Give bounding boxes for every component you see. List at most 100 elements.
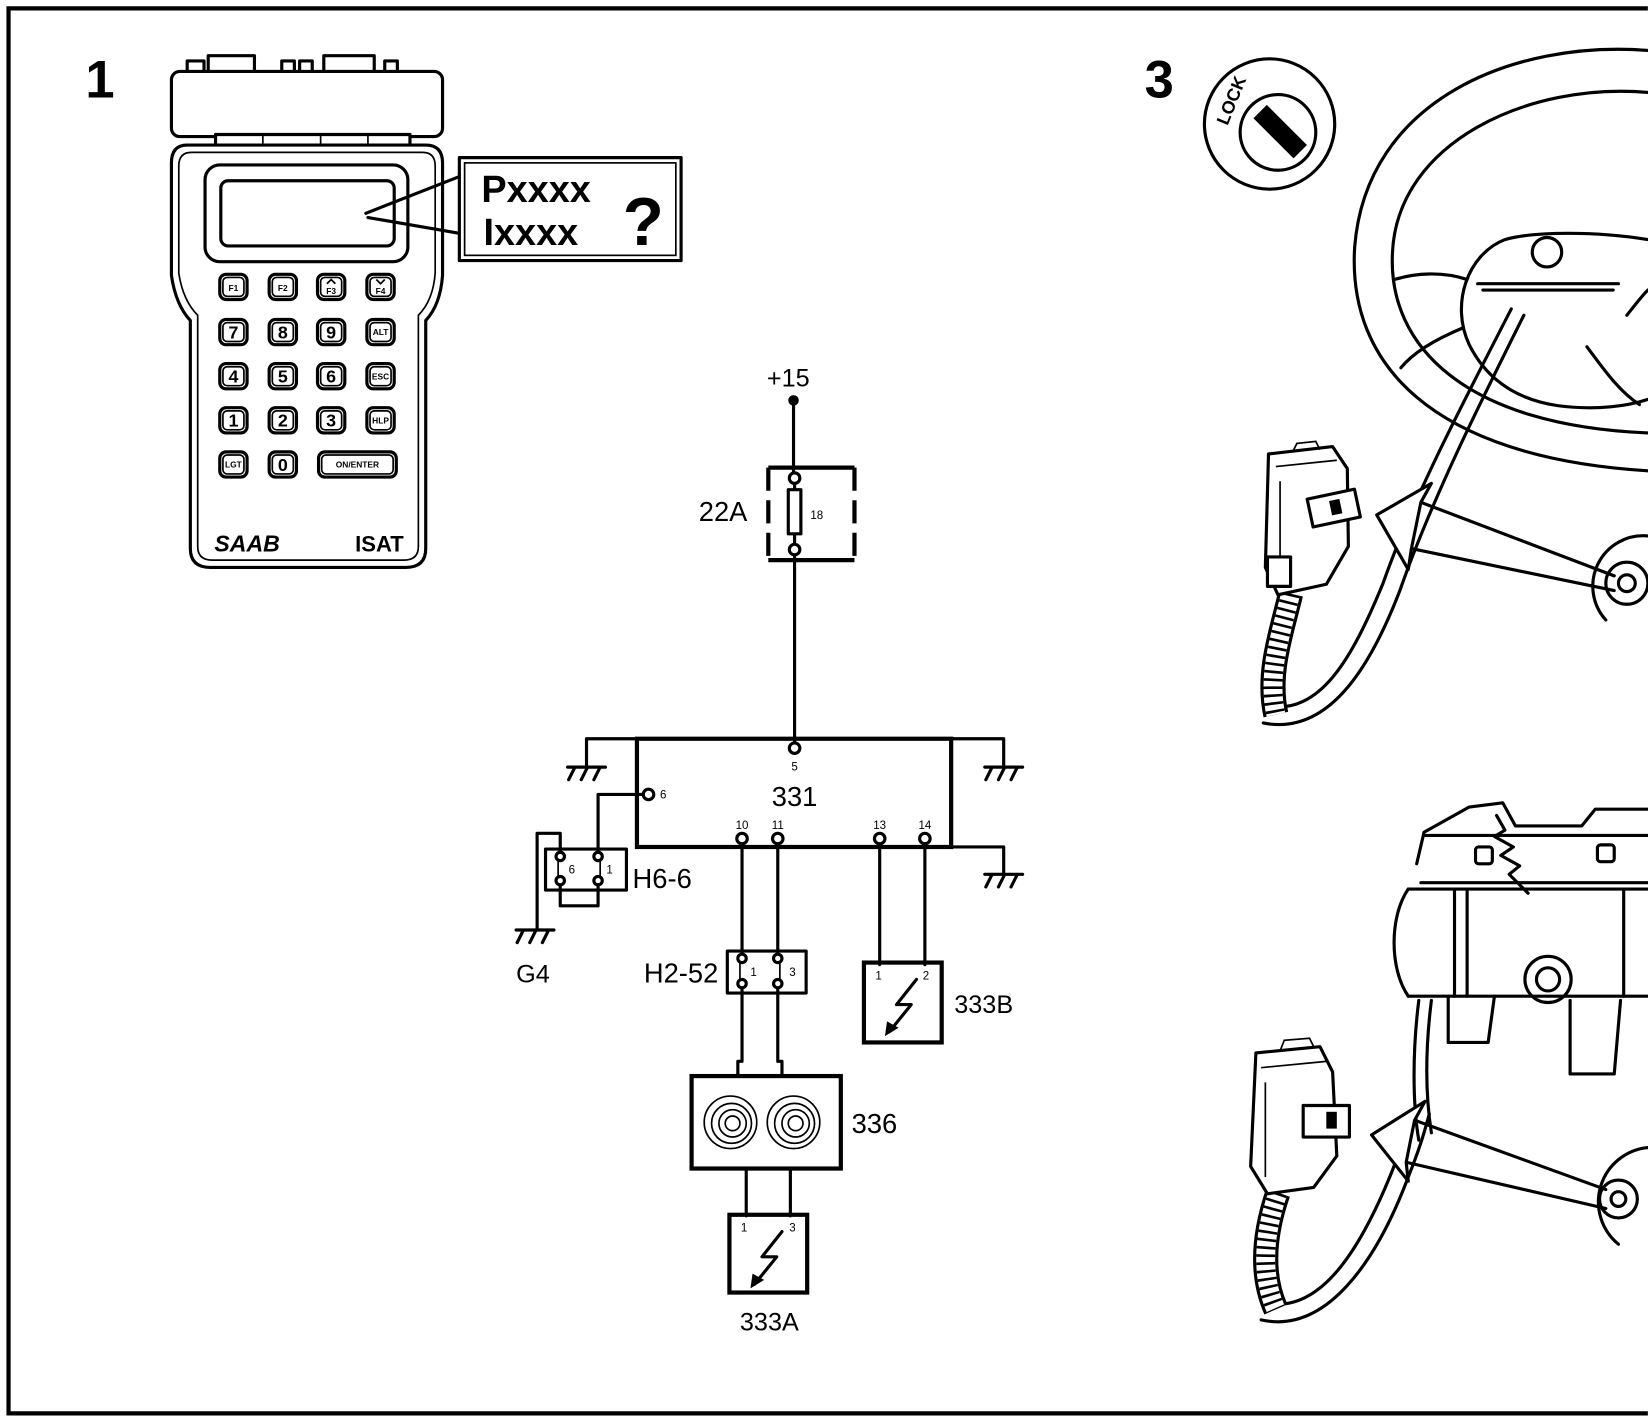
module-pin-10 [735, 831, 749, 846]
coil-turn [718, 1108, 748, 1138]
isat-keypad: F1 F2 F3 F4 7 [218, 272, 398, 479]
arrow-head [1369, 1099, 1427, 1183]
component-336: 336 [689, 1073, 898, 1171]
coil-icon [766, 1095, 821, 1150]
key-label: 0 [278, 455, 288, 475]
wheel-spoke-left [1393, 272, 1469, 370]
key-cap [267, 272, 299, 302]
module-pin-5-label: 5 [791, 761, 797, 773]
connector-contact [771, 952, 784, 965]
key-cap-inner [271, 365, 295, 387]
connector-housing [169, 69, 445, 139]
module-frame-rails [1419, 833, 1648, 885]
key-label: 4 [228, 367, 238, 387]
coil-turn [773, 1102, 816, 1145]
callout-pointer [364, 174, 461, 235]
module-rear-edge [1596, 1145, 1648, 1246]
key-1: 1 [218, 406, 249, 435]
lightning-bolt [887, 977, 919, 1034]
key-label: ESC [372, 371, 389, 381]
key-cap [365, 362, 396, 391]
ground-symbol [983, 765, 1025, 782]
key-cap-inner [271, 276, 295, 298]
key-label: LGT [225, 460, 243, 470]
key-cap-inner [222, 410, 245, 431]
key-label: 6 [326, 367, 336, 387]
wheel-spoke-right [1585, 288, 1648, 407]
connector-socket [1597, 1178, 1639, 1220]
wheel-rim-outer [1352, 47, 1648, 473]
component-box [727, 1212, 810, 1295]
module-pin-13-label: 13 [873, 820, 886, 832]
connector-latch [1265, 555, 1293, 588]
module-pin-5 [787, 741, 802, 756]
key-label: 1 [228, 411, 238, 431]
key-cap [218, 450, 249, 479]
spring-icon [1492, 813, 1530, 895]
key-label: F1 [229, 283, 239, 293]
figure-number-left: 1 [85, 51, 114, 110]
ground-label: G4 [516, 961, 550, 989]
inflator-port [1523, 954, 1573, 1005]
connector-pin-label: 3 [789, 967, 795, 979]
key-cap-inner [222, 276, 245, 298]
connector-upper [1260, 440, 1362, 718]
component-box [689, 1073, 843, 1171]
module-bolt [1595, 843, 1616, 864]
key-cap-inner [320, 454, 394, 475]
key-cap-inner [319, 365, 343, 387]
key-cap-inner [319, 410, 343, 431]
key-label: 7 [228, 322, 238, 342]
component-pin-label: 3 [789, 1223, 795, 1235]
key-cap [315, 272, 347, 302]
isat-brand: SAAB [214, 531, 279, 557]
display-line-1: Pxxxx [481, 169, 590, 211]
key-cap [315, 406, 347, 435]
key-cap-inner [369, 410, 392, 431]
coil-turn [766, 1095, 821, 1150]
page-frame [6, 6, 1648, 1416]
key-cap [316, 450, 398, 479]
connector-contact [736, 952, 748, 965]
key-on-enter: ON/ENTER [316, 450, 398, 479]
key-alt: ALT [365, 317, 396, 347]
question-mark-icon: ? [623, 185, 664, 260]
key-cap-inner [271, 410, 295, 431]
component-pin-label: 1 [875, 970, 881, 982]
key-esc: ESC [365, 362, 396, 391]
key-cap-inner [369, 321, 392, 343]
connector-socket-pin [1609, 1190, 1628, 1208]
component-label: 333A [740, 1308, 799, 1336]
lightning-icon [750, 1230, 784, 1289]
connector-links [739, 962, 781, 980]
ground-symbol [983, 872, 1025, 889]
key-f2: F2 [267, 272, 299, 302]
component-label: 336 [852, 1108, 898, 1139]
key-cap [218, 317, 249, 347]
ground-symbol [514, 928, 556, 945]
module-frame-top [1415, 801, 1648, 866]
key-cap [267, 450, 299, 479]
lightning-bolt [753, 1230, 784, 1286]
module-pin-6-label: 6 [660, 790, 666, 802]
display-callout: Pxxxx Ixxxx ? [364, 156, 683, 263]
ignition-lock: LOCK [1202, 57, 1337, 191]
mount-bracket [1568, 998, 1623, 1076]
coil-cable-fill [1263, 591, 1300, 717]
fuse-box-label: 22A [699, 496, 748, 527]
key-cap-inner [319, 276, 343, 298]
key-7: 7 [218, 317, 249, 347]
key-cap-inner [319, 321, 343, 343]
ground-icon [983, 765, 1025, 782]
key-lgt: LGT [218, 450, 249, 479]
isat-screen-bezel [203, 163, 410, 264]
cable-band-edge [1261, 313, 1526, 727]
module-label: 331 [772, 781, 818, 812]
key-cap [267, 406, 299, 435]
key-4: 4 [218, 362, 249, 391]
coil-turn [724, 1115, 741, 1132]
isat-model: ISAT [355, 532, 404, 557]
lightning-arrowhead [750, 1273, 765, 1289]
